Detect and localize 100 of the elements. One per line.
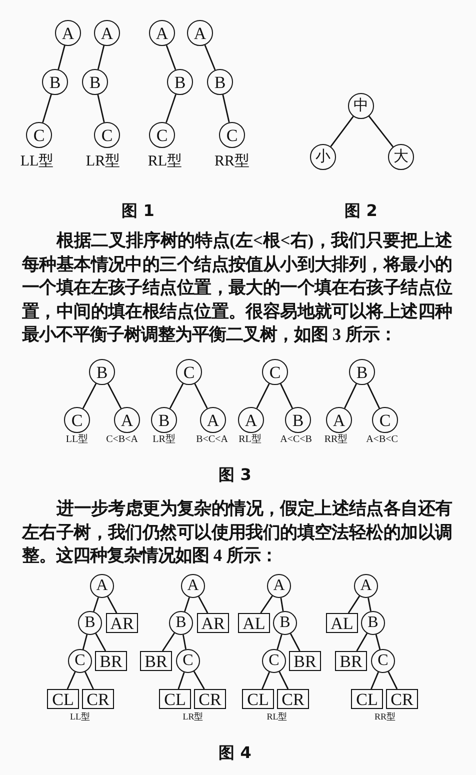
type-label: RL型 — [148, 154, 182, 170]
order-label: A<C<B — [280, 435, 312, 445]
subtree-box: CR — [277, 689, 309, 709]
tree-edge — [370, 672, 379, 690]
tree-edge — [276, 634, 282, 650]
tree-edge — [344, 383, 358, 409]
circle-node: C — [64, 407, 90, 433]
circle-node: A — [149, 20, 175, 46]
tree-edge — [348, 596, 360, 614]
tree-edge — [93, 597, 99, 612]
subtree-box: CL — [242, 689, 274, 709]
tree-edge — [82, 634, 88, 650]
subtree-box: BR — [335, 651, 367, 671]
type-label: LR型 — [86, 154, 120, 170]
tree-edge — [330, 116, 354, 147]
order-label: B<C<A — [196, 435, 228, 445]
tree-edge — [97, 45, 105, 70]
circle-node: C — [372, 407, 398, 433]
tree-edge — [178, 672, 185, 690]
circle-node: B — [167, 69, 193, 95]
tree-edge — [280, 383, 294, 409]
tree-edge — [356, 633, 368, 652]
circle-node: B — [151, 407, 177, 433]
subtree-box: BR — [289, 651, 321, 671]
subtree-box: AR — [106, 613, 138, 633]
type-label: LL型 — [20, 154, 54, 170]
circle-node: B — [89, 359, 115, 385]
circle-node: 大 — [388, 144, 414, 170]
circle-node: C — [262, 649, 286, 673]
circle-node: A — [200, 407, 226, 433]
tree-edge — [388, 671, 398, 690]
tree-edge — [107, 596, 118, 614]
subtree-box: AL — [238, 613, 270, 633]
type-label: LL型 — [70, 712, 90, 722]
circle-node: A — [267, 574, 291, 598]
tree-edge — [368, 116, 394, 148]
tree-edge — [162, 632, 175, 652]
figure-caption: 图 2 — [344, 203, 378, 219]
tree-edge — [82, 383, 97, 409]
tree-edge — [204, 44, 216, 70]
circle-node: A — [55, 20, 81, 46]
type-label: RL型 — [238, 435, 262, 445]
tree-edge — [169, 383, 184, 409]
order-label: A<B<C — [366, 435, 398, 445]
tree-edge — [166, 94, 176, 123]
tree-edge — [66, 672, 76, 690]
circle-node: A — [90, 574, 114, 598]
paragraph: 根据二叉排序树的特点(左<根<右)，我们只要把上述每种基本情况中的三个结点按值从小到大排列，将最小的一个填在左孩子结点位置，最大的一个填在右孩子结点位置，中间的填在根结点位置。很容易地就可以将上述四种最小不平衡子树调整为平衡二叉树，如图 3 所示： — [22, 230, 452, 346]
circle-node: A — [94, 20, 120, 46]
tree-edge — [290, 633, 300, 652]
type-label: LR型 — [152, 435, 176, 445]
tree-edge — [182, 634, 187, 650]
circle-node: C — [149, 122, 175, 148]
circle-node: C — [94, 122, 120, 148]
circle-node: C — [176, 649, 200, 673]
tree-edge — [95, 633, 106, 652]
circle-node: B — [169, 611, 193, 635]
subtree-box: BR — [140, 651, 172, 671]
tree-edge — [166, 44, 176, 70]
type-label: RR型 — [324, 435, 348, 445]
circle-node: B — [207, 69, 233, 95]
circle-node: B — [349, 359, 375, 385]
circle-node: 中 — [348, 93, 374, 119]
tree-edge — [256, 383, 270, 409]
type-label: LL型 — [66, 435, 88, 445]
circle-node: A — [326, 407, 352, 433]
tree-edge — [366, 383, 380, 409]
tree-edge — [184, 597, 190, 612]
circle-node: A — [238, 407, 264, 433]
circle-node: C — [26, 122, 52, 148]
circle-node: B — [273, 611, 297, 635]
tree-edge — [198, 596, 208, 614]
subtree-box: CR — [194, 689, 226, 709]
circle-node: B — [42, 69, 68, 95]
tree-edge — [260, 596, 273, 614]
type-label: RL型 — [266, 712, 288, 722]
tree-edge — [107, 383, 122, 409]
tree-edge — [280, 598, 284, 612]
circle-node: C — [176, 359, 202, 385]
circle-node: B — [285, 407, 311, 433]
subtree-box: CL — [159, 689, 191, 709]
tree-edge — [97, 94, 105, 122]
order-label: C<B<A — [106, 435, 138, 445]
circle-node: A — [354, 574, 378, 598]
circle-node: A — [187, 20, 213, 46]
tree-edge — [58, 45, 66, 70]
type-label: RR型 — [214, 154, 250, 170]
paragraph: 进一步考虑更为复杂的情况，假定上述结点各自还有左右子树，我们仍然可以使用我们的填空法轻松的加以调整。这四种复杂情况如图 4 所示： — [22, 498, 452, 567]
circle-node: A — [181, 574, 205, 598]
figure-caption: 图 3 — [218, 467, 252, 483]
circle-node: A — [114, 407, 140, 433]
subtree-box: CR — [386, 689, 418, 709]
subtree-box: CL — [351, 689, 383, 709]
subtree-box: BR — [95, 651, 127, 671]
tree-edge — [262, 672, 270, 690]
circle-node: B — [82, 69, 108, 95]
circle-node: B — [78, 611, 102, 635]
tree-edge — [193, 671, 205, 690]
circle-node: C — [371, 649, 395, 673]
circle-node: C — [262, 359, 288, 385]
